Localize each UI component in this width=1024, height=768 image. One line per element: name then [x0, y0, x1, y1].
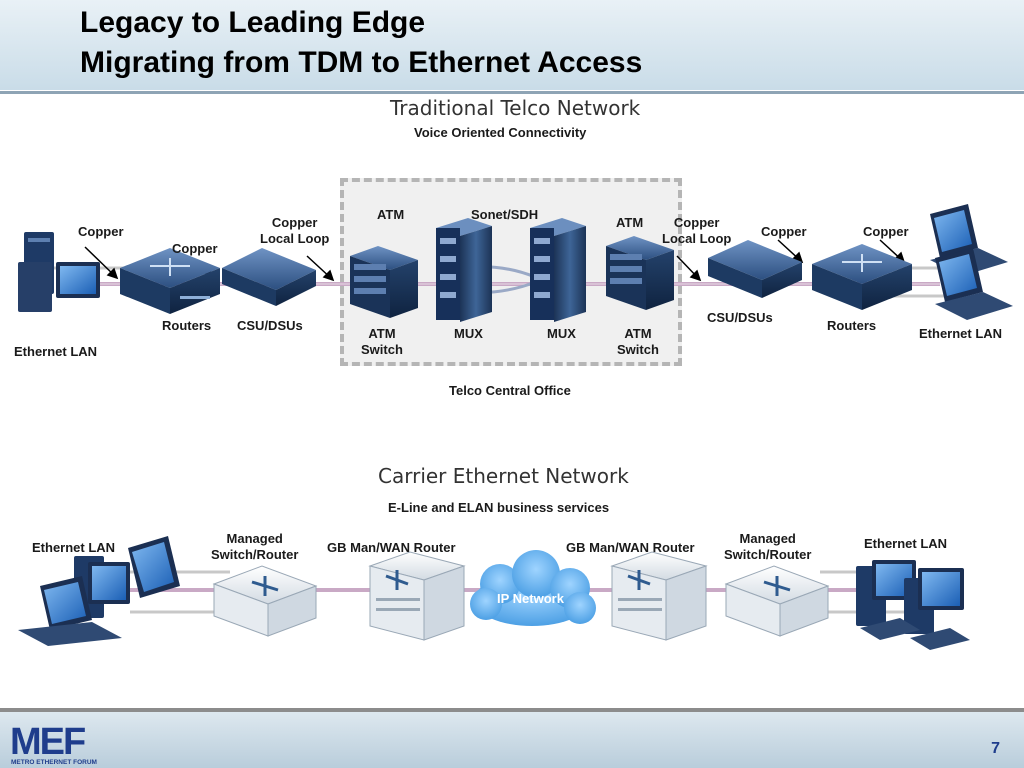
- copper-label: Copper: [172, 241, 218, 256]
- gb-router-label: GB Man/WAN Router: [327, 540, 456, 555]
- desktop-computer-icon: [74, 556, 130, 618]
- ethernet-lan-label: Ethernet LAN: [864, 536, 948, 551]
- gb-router-label: GB Man/WAN Router: [566, 540, 695, 555]
- atm-switch-label: ATM Switch: [361, 326, 403, 357]
- header-divider: [0, 91, 1024, 94]
- atm-label: ATM: [377, 207, 405, 222]
- slide-footer: [0, 712, 1024, 768]
- traditional-heading: Traditional Telco Network: [390, 96, 641, 120]
- routers-label: Routers: [827, 318, 877, 333]
- csu-dsu-icon: [708, 240, 802, 298]
- copper-local-loop-label: Copper Local Loop: [662, 215, 732, 246]
- ethernet-lan-label: Ethernet LAN: [32, 540, 116, 555]
- ethernet-lan-label: Ethernet LAN: [919, 326, 1003, 341]
- gb-router-icon: [368, 551, 466, 641]
- copper-local-loop-label: Copper Local Loop: [260, 215, 330, 246]
- laptop-icon: [935, 248, 1013, 320]
- managed-switch-label: Managed Switch/Router: [724, 531, 812, 562]
- sonet-sdh-label: Sonet/SDH: [471, 207, 539, 222]
- atm-switch-label: ATM Switch: [617, 326, 659, 357]
- copper-label: Copper: [761, 224, 807, 239]
- copper-label: Copper: [863, 224, 909, 239]
- desktop-computer-icon: [18, 232, 100, 312]
- routers-label: Routers: [162, 318, 212, 333]
- mef-logo: MEF METRO ETHERNET FORUM: [10, 721, 97, 766]
- gb-router-icon: [610, 551, 708, 641]
- atm-label: ATM: [616, 215, 644, 230]
- router-icon: [120, 248, 220, 314]
- managed-switch-icon: [724, 565, 830, 637]
- carrier-heading: Carrier Ethernet Network: [378, 464, 629, 488]
- footer-divider: [0, 708, 1024, 712]
- ip-network-cloud-icon: [470, 550, 596, 626]
- laptop-icon: [128, 536, 180, 598]
- desktop-computer-icon: [856, 560, 970, 650]
- laptop-icon: [18, 576, 122, 646]
- router-icon: [812, 244, 912, 310]
- mux-rack-icon: [436, 218, 492, 322]
- atm-switch-icon: [606, 236, 674, 310]
- traditional-subheading: Voice Oriented Connectivity: [414, 125, 587, 140]
- mux-rack-icon: [530, 218, 586, 322]
- slide-header: [0, 0, 1024, 90]
- csu-dsus-label: CSU/DSUs: [707, 310, 773, 325]
- mef-logo-text: MEF: [10, 721, 85, 763]
- copper-label: Copper: [78, 224, 124, 239]
- ethernet-lan-label: Ethernet LAN: [14, 344, 98, 359]
- carrier-subheading: E-Line and ELAN business services: [388, 500, 610, 515]
- telco-central-office-label: Telco Central Office: [449, 383, 571, 398]
- slide-title-line1: Legacy to Leading Edge: [80, 6, 426, 39]
- managed-switch-label: Managed Switch/Router: [211, 531, 299, 562]
- csu-dsus-label: CSU/DSUs: [237, 318, 303, 333]
- atm-switch-icon: [350, 246, 418, 318]
- page-number: 7: [991, 740, 1000, 757]
- ip-network-label: IP Network: [497, 591, 564, 606]
- mux-label: MUX: [454, 326, 483, 341]
- mux-label: MUX: [547, 326, 576, 341]
- managed-switch-icon: [212, 565, 318, 637]
- csu-dsu-icon: [222, 248, 316, 306]
- slide-title-line2: Migrating from TDM to Ethernet Access: [80, 46, 643, 79]
- mef-logo-subtext: METRO ETHERNET FORUM: [11, 759, 97, 766]
